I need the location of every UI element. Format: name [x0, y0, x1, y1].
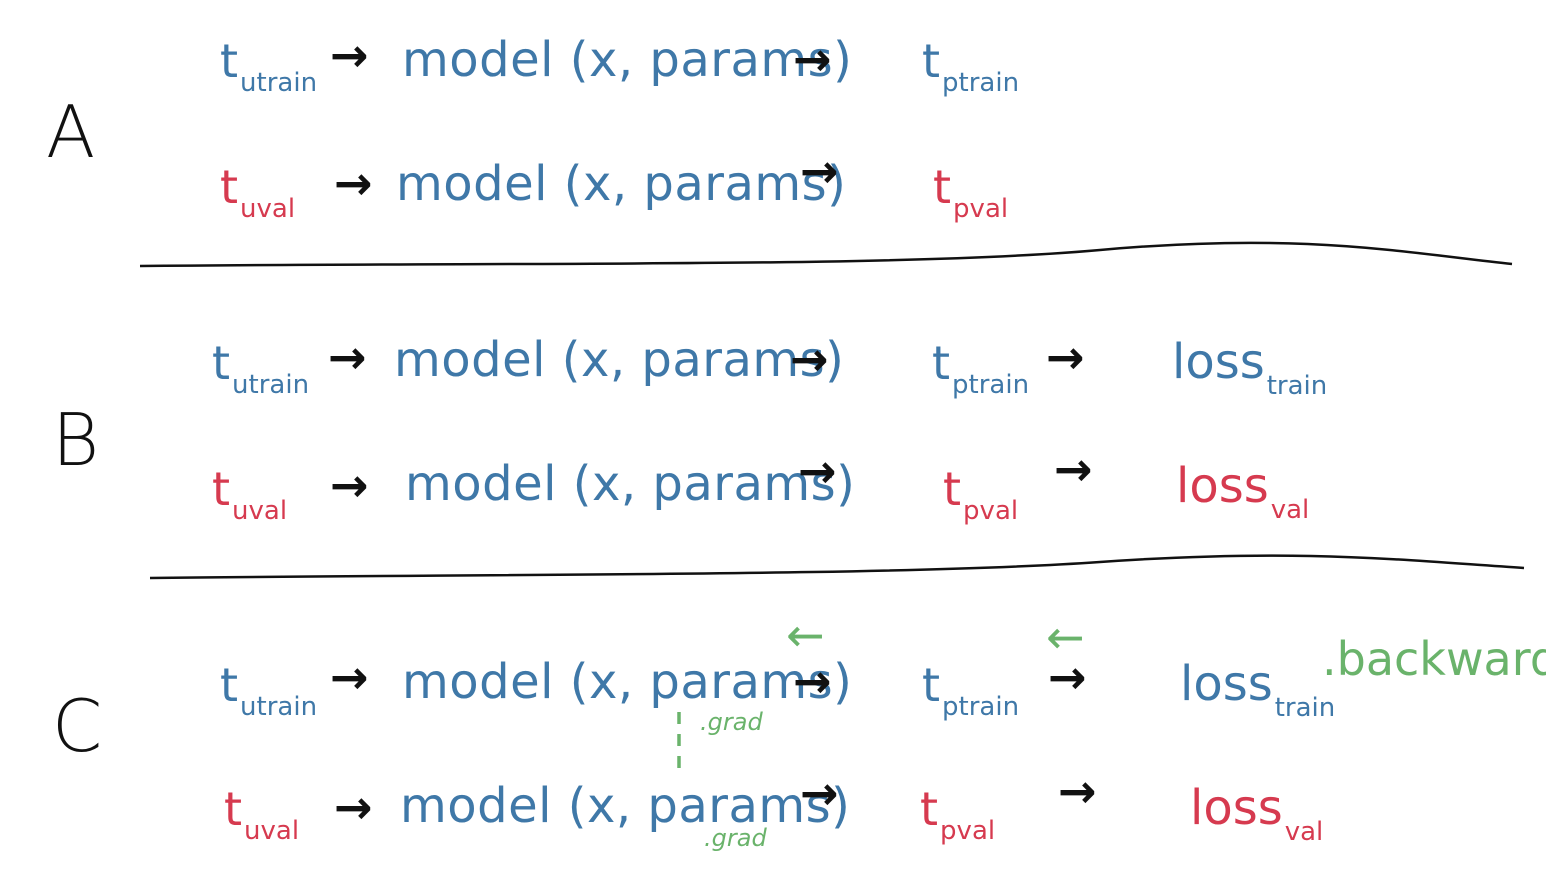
arrow: →	[330, 28, 369, 82]
grad-label: .grad	[704, 824, 767, 852]
arrow: →	[798, 444, 837, 498]
arrow: →	[1048, 650, 1087, 704]
t-utrain: tutrain	[212, 336, 310, 400]
t-uval: tuval	[224, 782, 300, 846]
t-uval: tuval	[212, 462, 288, 526]
divider-b-c	[149, 554, 1525, 580]
model-call: model (x, params)	[402, 654, 853, 710]
arrow: →	[330, 650, 369, 704]
divider-a-b	[139, 241, 1513, 268]
section-label-a: A	[46, 90, 96, 174]
t-ptrain: tptrain	[922, 34, 1020, 98]
arrow: →	[793, 654, 832, 708]
arrow: →	[1046, 330, 1085, 384]
loss-val: lossval	[1190, 780, 1324, 847]
section-label-c: C	[52, 684, 103, 768]
arrow: →	[334, 156, 373, 210]
backward-arrow: ←	[1046, 610, 1085, 664]
model-call: model (x, params)	[396, 156, 847, 212]
t-utrain: tutrain	[220, 34, 318, 98]
loss-train: losstrain	[1180, 656, 1336, 723]
grad-label: .grad	[700, 708, 763, 736]
section-label-b: B	[52, 398, 100, 482]
loss-val: lossval	[1176, 458, 1310, 525]
arrow: →	[800, 144, 839, 198]
arrow: →	[1054, 442, 1093, 496]
t-pval: tpval	[933, 160, 1009, 224]
t-utrain: tutrain	[220, 658, 318, 722]
arrow: →	[800, 766, 839, 820]
model-call: model (x, params)	[400, 778, 851, 834]
arrow: →	[1058, 764, 1097, 818]
arrow: →	[334, 780, 373, 834]
t-uval: tuval	[220, 160, 296, 224]
arrow: →	[793, 32, 832, 86]
t-ptrain: tptrain	[932, 336, 1030, 400]
model-call: model (x, params)	[394, 332, 845, 388]
backward-arrow: ←	[786, 608, 825, 662]
loss-train: losstrain	[1172, 334, 1328, 401]
arrow: →	[328, 330, 367, 384]
t-pval: tpval	[943, 462, 1019, 526]
model-call: model (x, params)	[402, 32, 853, 88]
backward-call: .backward	[1322, 632, 1546, 686]
model-call: model (x, params)	[405, 456, 856, 512]
arrow: →	[330, 458, 369, 512]
arrow: →	[790, 332, 829, 386]
t-pval: tpval	[920, 782, 996, 846]
t-ptrain: tptrain	[922, 658, 1020, 722]
